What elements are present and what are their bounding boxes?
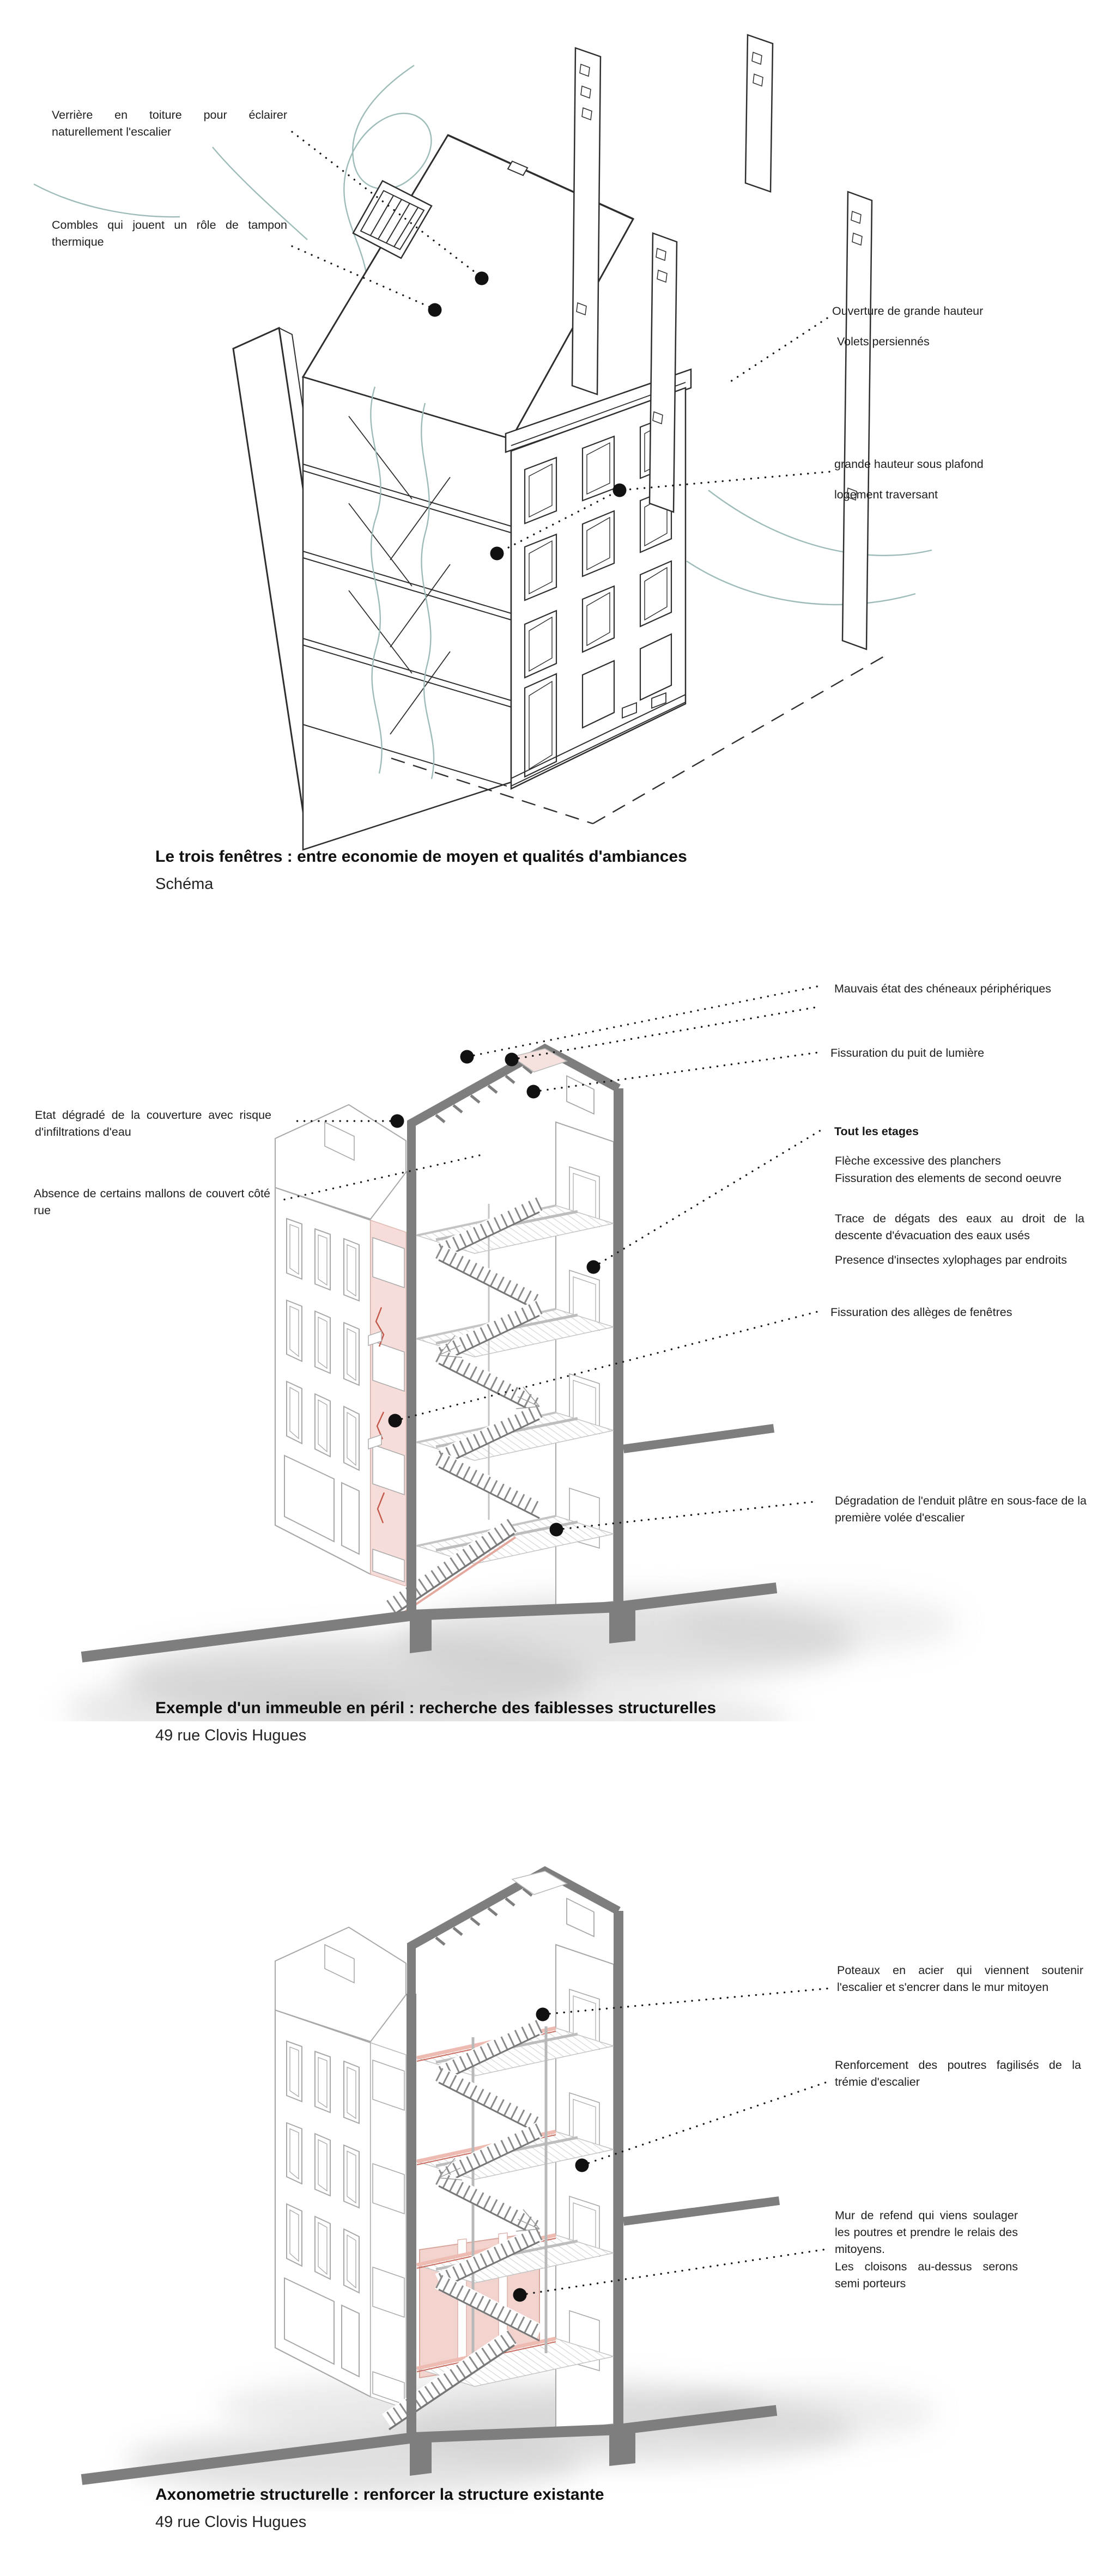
winder-fan bbox=[438, 2158, 540, 2232]
marker-dot bbox=[536, 2007, 550, 2021]
staircase bbox=[382, 1196, 543, 1623]
annotation-hauteur: grande hauteur sous plafond bbox=[834, 458, 984, 471]
cutaway-side-face bbox=[302, 376, 512, 851]
facade bbox=[274, 1104, 407, 1575]
marker-dot bbox=[513, 2288, 527, 2302]
leader-lines bbox=[513, 1987, 832, 2302]
annotation-ouverture: Ouverture de grande hauteur bbox=[832, 305, 984, 318]
annotation-logement: logement traversant bbox=[834, 488, 938, 501]
foundation-block bbox=[410, 1612, 432, 1653]
light-well bbox=[511, 1871, 568, 1895]
annotation-refend: Mur de refend qui viens soulager les pou… bbox=[835, 2209, 1018, 2256]
annotation-combles: Combles qui jouent un rôle de tampon the… bbox=[52, 218, 287, 248]
annotation-volets: Volets persiennés bbox=[837, 335, 930, 348]
detached-walls-right bbox=[571, 34, 873, 650]
ground-dashed-lines bbox=[391, 655, 885, 825]
marker-dot bbox=[526, 1085, 541, 1099]
annotation-alleges: Fissuration des allèges de fenêtres bbox=[830, 1306, 1012, 1319]
damaged-facade-strip bbox=[368, 1219, 407, 1587]
light-well bbox=[511, 1048, 568, 1073]
winder-fan bbox=[438, 1335, 540, 1409]
caption-title-peril: Exemple d'un immeuble en péril : recherc… bbox=[155, 1699, 717, 1717]
stair-flight bbox=[435, 2067, 543, 2135]
cut-strip bbox=[370, 2042, 407, 2410]
stair-flight bbox=[435, 1451, 543, 1519]
marker-dot bbox=[428, 303, 442, 317]
marker-dot bbox=[549, 1523, 563, 1537]
annotation-puit: Fissuration du puit de lumière bbox=[830, 1046, 985, 1059]
marker-dot bbox=[505, 1052, 519, 1067]
caption-subtitle-structure: 49 rue Clovis Hugues bbox=[155, 2513, 307, 2531]
section-cut-walls bbox=[81, 1866, 780, 2485]
ground-shadow bbox=[65, 1593, 959, 1721]
annotation-renforcement: Renforcement des poutres fagilisés de la… bbox=[835, 2059, 1081, 2088]
foundation-block bbox=[609, 2427, 635, 2466]
leader-lines bbox=[283, 985, 822, 1537]
foundation-block bbox=[410, 2435, 432, 2476]
annotation-second-oeuvre: Fissuration des elements de second oeuvr… bbox=[835, 1172, 1062, 1185]
stair-flight bbox=[435, 1244, 543, 1312]
dormer-window bbox=[566, 1897, 595, 1938]
stair-flight bbox=[435, 2274, 543, 2342]
street-facade bbox=[505, 368, 692, 790]
caption-subtitle-peril: 49 rue Clovis Hugues bbox=[155, 1727, 307, 1744]
marker-dot bbox=[490, 546, 504, 561]
foundation-block bbox=[609, 1604, 635, 1643]
annotation-degats-eaux: Trace de dégats des eaux au droit de la … bbox=[835, 1212, 1084, 1242]
marker-dot bbox=[475, 271, 489, 285]
marker-dot bbox=[460, 1050, 474, 1064]
annotation-fleche: Flèche excessive des planchers bbox=[835, 1154, 1001, 1167]
marker-dot bbox=[575, 2158, 589, 2172]
annotation-verriere: Verrière en toiture pour éclairer nature… bbox=[52, 108, 287, 138]
marker-dot bbox=[390, 1114, 404, 1128]
axonometric-schema-drawing bbox=[33, 34, 932, 851]
stair-flight bbox=[435, 2170, 543, 2238]
annotation-mallons: Absence de certains mallons de couvert c… bbox=[34, 1187, 270, 1217]
leader-lines bbox=[291, 131, 830, 561]
marker-dot bbox=[388, 1414, 402, 1428]
annotation-cheneaux: Mauvais état des chéneaux périphériques bbox=[834, 982, 1052, 995]
marker-dot bbox=[612, 483, 627, 497]
annotation-tout-les-etages: Tout les etages bbox=[834, 1125, 919, 1138]
annotation-enduit: Dégradation de l'enduit plâtre en sous-f… bbox=[835, 1494, 1087, 1524]
caption-title-schema: Le trois fenêtres : entre economie de mo… bbox=[155, 848, 687, 866]
facade bbox=[274, 1926, 407, 2398]
annotation-cloisons: Les cloisons au-dessus serons semi porte… bbox=[835, 2260, 1018, 2290]
skylight bbox=[352, 180, 433, 259]
annotation-xylophages: Presence d'insectes xylophages par endro… bbox=[835, 1253, 1067, 1266]
structural-axonometric-drawing bbox=[81, 1866, 937, 2495]
section-cut-walls bbox=[81, 1043, 778, 1662]
caption-subtitle-schema: Schéma bbox=[155, 875, 214, 893]
annotation-couverture: Etat dégradé de la couverture avec risqu… bbox=[35, 1109, 271, 1138]
caption-title-structure: Axonometrie structurelle : renforcer la … bbox=[155, 2486, 604, 2504]
dormer-window bbox=[566, 1075, 595, 1115]
pathology-axonometric-drawing bbox=[65, 985, 959, 1721]
marker-dot bbox=[586, 1260, 601, 1274]
airflow-curves bbox=[33, 65, 932, 606]
annotation-poteaux: Poteaux en acier qui viennent soutenir l… bbox=[837, 1964, 1083, 1994]
stair-flight bbox=[435, 1348, 543, 1416]
